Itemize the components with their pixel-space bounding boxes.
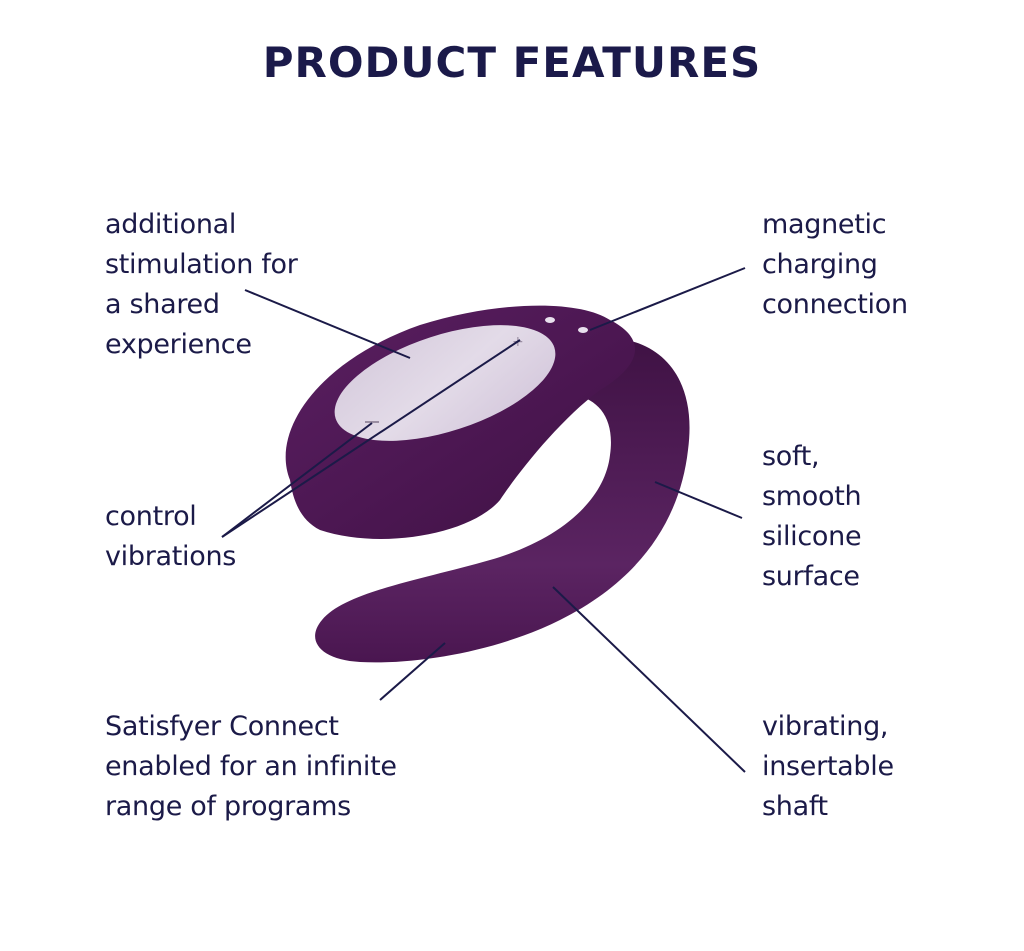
charging-contact-icon (578, 327, 588, 333)
leader-line-control-minus (221, 422, 373, 538)
leader-lines (221, 267, 746, 773)
device-shaft (315, 337, 690, 663)
feature-label-shared: additional stimulation for a shared expe… (105, 209, 298, 360)
leader-line-shared (244, 289, 411, 359)
page-title: PRODUCT FEATURES (262, 38, 762, 87)
feature-label-app: Satisfyer Connect enabled for an infinit… (105, 711, 397, 822)
leader-line-app (379, 642, 446, 701)
minus-icon (365, 421, 379, 423)
charging-contact-icon (545, 317, 555, 323)
leader-line-charging (589, 267, 746, 331)
feature-label-control: control vibrations (105, 501, 237, 572)
feature-label-silicone: soft, smooth silicone surface (762, 441, 862, 592)
feature-label-shaft: vibrating, insertable shaft (762, 711, 894, 822)
leader-line-shaft (552, 586, 746, 773)
leader-line-silicone (654, 481, 743, 519)
feature-label-charging: magnetic charging connection (762, 209, 908, 320)
leader-line-control-plus (221, 339, 521, 538)
